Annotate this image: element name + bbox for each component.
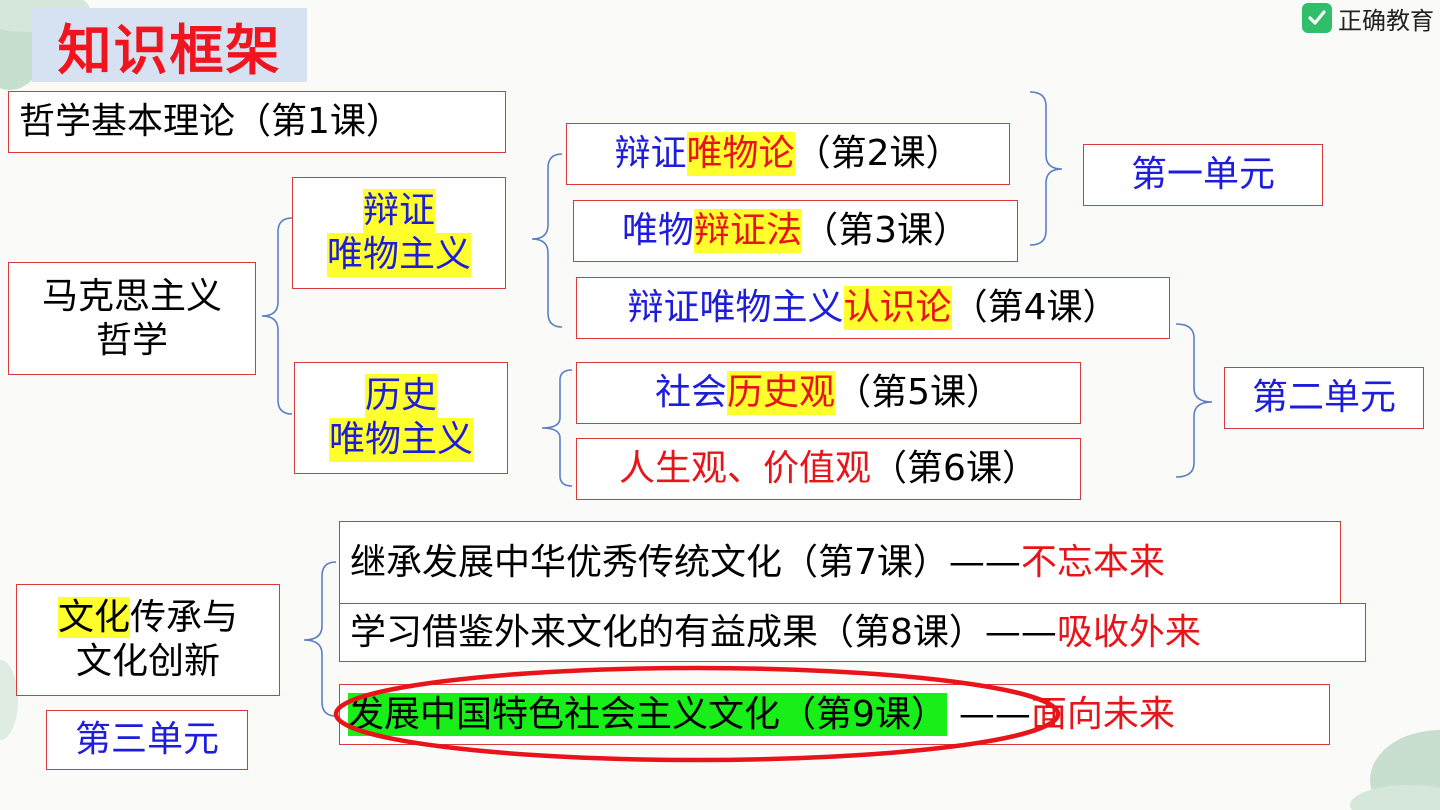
historical-line1: 历史 bbox=[364, 374, 437, 418]
lesson1-label: 哲学基本理论（第1课） bbox=[19, 101, 402, 143]
lesson4-part-c: （第4课） bbox=[951, 287, 1119, 329]
lesson5-part-a: 社会 bbox=[655, 372, 728, 414]
node-culture: 文化传承与 文化创新 bbox=[16, 584, 280, 696]
node-lesson4: 辩证唯物主义认识论（第4课） bbox=[576, 277, 1170, 339]
node-lesson1: 哲学基本理论（第1课） bbox=[8, 91, 506, 153]
bracket-historical bbox=[541, 369, 573, 487]
lesson3-part-b: 辩证法 bbox=[694, 209, 803, 253]
node-marxism: 马克思主义 哲学 bbox=[8, 262, 256, 375]
lesson5-part-c: （第5课） bbox=[835, 372, 1002, 414]
node-lesson9: 发展中国特色社会主义文化（第9课） ——面向未来 bbox=[339, 684, 1330, 745]
lesson9-part-b: 面向未来 bbox=[1030, 693, 1175, 735]
dialectical-line1: 辩证 bbox=[362, 189, 435, 233]
bracket-dialectical bbox=[531, 153, 563, 328]
lesson3-part-a: 唯物 bbox=[622, 210, 695, 252]
lesson4-part-b: 认识论 bbox=[843, 286, 952, 330]
node-lesson3: 唯物辩证法（第3课） bbox=[573, 200, 1018, 262]
node-lesson5: 社会历史观（第5课） bbox=[576, 362, 1081, 424]
lesson8-part-a: 学习借鉴外来文化的有益成果（第8课）—— bbox=[350, 611, 1057, 653]
node-dialectical-materialism: 辩证 唯物主义 bbox=[292, 177, 506, 289]
culture-line1: 文化传承与 bbox=[57, 596, 239, 640]
bracket-unit2 bbox=[1175, 323, 1213, 478]
lesson5-part-b: 历史观 bbox=[727, 371, 836, 415]
node-unit1: 第一单元 bbox=[1083, 144, 1323, 206]
node-unit2: 第二单元 bbox=[1224, 367, 1424, 429]
brand-logo: 正确教育 bbox=[1302, 0, 1434, 36]
node-lesson6: 人生观、价值观（第6课） bbox=[576, 438, 1081, 500]
lesson2-part-a: 辩证 bbox=[614, 133, 687, 175]
lesson8-part-b: 吸收外来 bbox=[1056, 611, 1201, 653]
node-unit3: 第三单元 bbox=[46, 710, 248, 770]
culture-highlight: 文化 bbox=[57, 597, 130, 639]
node-historical-materialism: 历史 唯物主义 bbox=[294, 362, 508, 474]
culture-line2: 文化创新 bbox=[75, 641, 220, 682]
historical-line2: 唯物主义 bbox=[328, 418, 473, 462]
unit3-label: 第三单元 bbox=[74, 719, 219, 761]
bracket-culture bbox=[303, 561, 337, 717]
marxism-line1: 马克思主义 bbox=[41, 275, 222, 317]
lesson4-part-a: 辩证唯物主义 bbox=[627, 287, 844, 329]
logo-text: 正确教育 bbox=[1338, 6, 1434, 35]
node-lesson2: 辩证唯物论（第2课） bbox=[566, 123, 1010, 185]
unit2-label: 第二单元 bbox=[1251, 377, 1396, 419]
lesson2-part-b: 唯物论 bbox=[686, 132, 795, 176]
bracket-unit1 bbox=[1029, 91, 1063, 246]
lesson6-part-a: 人生观、价值观 bbox=[619, 448, 872, 490]
lesson7-part-b: 不忘本来 bbox=[1020, 542, 1165, 584]
lesson9-part-a: 发展中国特色社会主义文化（第9课） bbox=[348, 692, 947, 737]
page-title: 知识框架 bbox=[32, 8, 307, 82]
culture-line1-rest: 传承与 bbox=[130, 597, 239, 639]
marxism-line2: 哲学 bbox=[95, 319, 168, 361]
node-lesson7: 继承发展中华优秀传统文化（第7课）——不忘本来 bbox=[339, 521, 1341, 605]
node-lesson8: 学习借鉴外来文化的有益成果（第8课）——吸收外来 bbox=[339, 603, 1366, 662]
lesson6-part-c: （第6课） bbox=[871, 448, 1038, 490]
bracket-marxism bbox=[261, 217, 293, 415]
lesson7-part-a: 继承发展中华优秀传统文化（第7课）—— bbox=[350, 542, 1021, 584]
lesson2-part-c: （第2课） bbox=[794, 133, 962, 175]
unit1-label: 第一单元 bbox=[1130, 154, 1275, 196]
lesson9-dash: —— bbox=[958, 693, 1031, 735]
lesson3-part-c: （第3课） bbox=[802, 210, 969, 252]
check-icon bbox=[1302, 3, 1332, 33]
dialectical-line2: 唯物主义 bbox=[326, 233, 471, 277]
